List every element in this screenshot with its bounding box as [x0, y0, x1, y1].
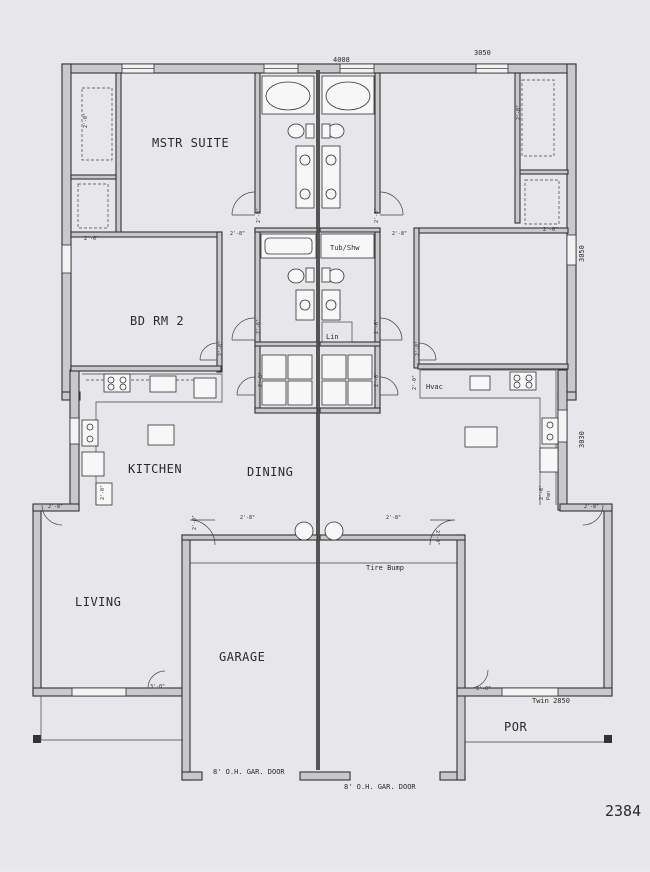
door-size-garage-closet-right: 2'-0" [434, 530, 440, 545]
door-size-laundry-left: 2'-0" [258, 372, 264, 387]
door-size-bedroom-2-left: 2'-8" [218, 341, 224, 356]
room-label-living: LIVING [75, 595, 121, 609]
sheet-number: 2384 [605, 802, 641, 820]
door-size-hvac: 2'-0" [412, 375, 418, 390]
annotation-notes: Tub/Shw Lin Hvac Tire Bump 8' O.H. GAR. … [213, 244, 570, 791]
note-tub-shower: Tub/Shw [330, 244, 360, 252]
room-label-master-suite: MSTR SUITE [152, 136, 229, 150]
door-size-pantry-left: 2'-0" [100, 485, 106, 500]
window-size-right-upper: 3050 [578, 245, 586, 262]
door-size-front-right: 3'-0" [476, 686, 491, 692]
room-label-porch: POR [504, 720, 527, 734]
door-size-bedroom-closet-left: 2'-0" [84, 236, 99, 242]
room-label-garage: GARAGE [219, 650, 265, 664]
door-size-wc-left: 2'-0" [256, 208, 262, 223]
door-size-closet-right: 2'-0" [516, 105, 522, 120]
window-size-top-right: 3050 [474, 49, 491, 57]
room-label-kitchen: KITCHEN [128, 462, 182, 476]
interior-walls [70, 72, 569, 541]
door-size-closet-left: 2'-0" [83, 113, 89, 128]
note-garage-door-right: 8' O.H. GAR. DOOR [344, 783, 416, 791]
note-garage-door-left: 8' O.H. GAR. DOOR [213, 768, 285, 776]
window-size-labels: 4008 3050 3050 3030 [333, 49, 586, 448]
door-size-bedroom-closet-right: 2'-0" [543, 227, 558, 233]
window-size-right-lower: 3030 [578, 431, 586, 448]
note-tire-bump: Tire Bump [366, 564, 404, 572]
door-size-labels: 2'-0" 2'-0" 2'-0" 2'-0" 2'-8" 2'-8" 2'-0… [48, 105, 599, 692]
door-size-master-bath-left: 2'-8" [230, 231, 245, 237]
room-labels: MSTR SUITE BD RM 2 KITCHEN DINING LIVING… [75, 136, 527, 734]
door-size-pantry-right: 2'-0" [539, 485, 545, 500]
door-size-garage-entry-left: 2'-8" [240, 515, 255, 521]
room-label-dining: DINING [247, 465, 293, 479]
door-size-exterior-right: 2'-8" [584, 504, 599, 510]
door-size-master-bath-right: 2'-8" [392, 231, 407, 237]
door-size-front-left: 3'-0" [150, 684, 165, 690]
note-hvac: Hvac [426, 383, 443, 391]
door-swings [41, 191, 604, 689]
door-size-garage-closet-left: 2'-0" [192, 515, 198, 530]
window-size-top-center: 4008 [333, 56, 350, 64]
door-size-bedroom-2-right: 2'-8" [415, 341, 421, 356]
windows [61, 63, 577, 697]
door-size-wc-right: 2'-0" [374, 208, 380, 223]
room-label-bedroom-2: BD RM 2 [130, 314, 184, 328]
fixtures [33, 75, 612, 743]
door-size-hall-bath-right: 2'-6" [374, 319, 380, 334]
note-pantry: Pan [546, 491, 552, 500]
note-twin-window: Twin 2850 [532, 697, 570, 705]
door-size-hall-bath-left: 2'-6" [256, 319, 262, 334]
door-size-exterior-left: 2'-8" [48, 504, 63, 510]
door-size-laundry-right: 2'-0" [374, 372, 380, 387]
door-size-garage-entry-right: 2'-8" [386, 515, 401, 521]
note-linen: Lin [326, 333, 339, 341]
